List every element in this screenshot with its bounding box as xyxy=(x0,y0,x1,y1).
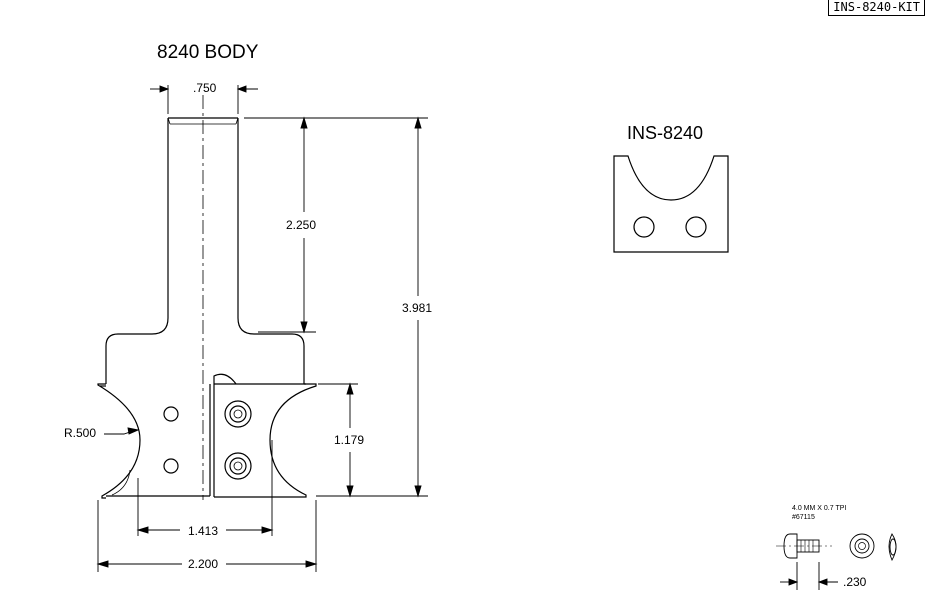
dim-radius: R.500 xyxy=(64,426,97,440)
dimension-lines xyxy=(96,85,428,572)
dim-inner-width: 1.413 xyxy=(188,524,219,538)
body-title: 8240 BODY xyxy=(157,42,259,63)
screw-spec: 4.0 MM X 0.7 TPI xyxy=(792,505,847,512)
dim-overall-width: 2.200 xyxy=(188,557,219,571)
part-number-box: INS-8240-KIT xyxy=(828,0,925,16)
screw-part-number: #67115 xyxy=(792,514,815,521)
insert-title: INS-8240 xyxy=(627,123,704,143)
body-outline xyxy=(97,95,317,500)
dim-screw-length: .230 xyxy=(843,575,867,589)
dim-shank-length: 2.250 xyxy=(286,218,317,232)
dim-overall-length: 3.981 xyxy=(402,301,433,315)
dim-cut-height: 1.179 xyxy=(334,433,365,447)
dim-shank-width: .750 xyxy=(193,81,217,95)
screw-detail xyxy=(776,533,897,590)
insert-outline xyxy=(613,155,729,253)
